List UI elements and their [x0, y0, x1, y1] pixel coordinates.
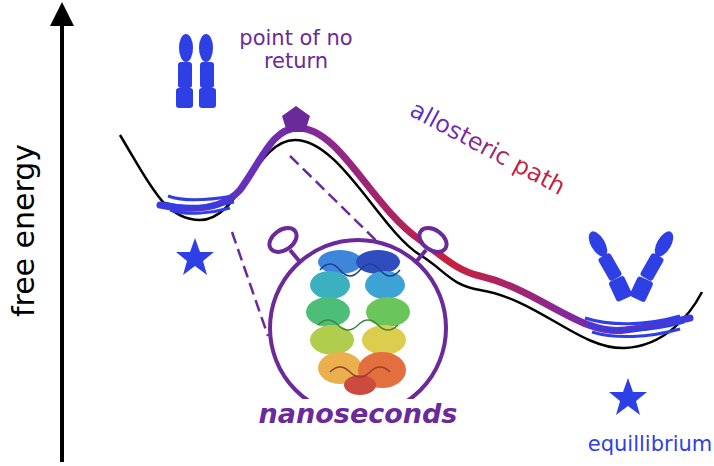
open-molecule [585, 228, 677, 302]
closed-molecule [176, 34, 216, 108]
axis-label: free energy [8, 143, 41, 316]
state-star [609, 378, 647, 415]
protein-structure [306, 250, 410, 395]
timescale-label: nanoseconds [255, 399, 462, 429]
path-label: allosteric path [406, 96, 570, 200]
zoom-line [232, 232, 268, 336]
equilibrium-label: equillibrium [588, 433, 712, 456]
state-star [176, 238, 214, 275]
stopwatch [265, 223, 451, 416]
conformation-stack-left [165, 196, 234, 213]
energy-axis [60, 14, 64, 462]
transition-pentagon [282, 106, 310, 132]
conformation-stack-right [585, 316, 684, 337]
barrier-label: point of no return [236, 27, 356, 73]
